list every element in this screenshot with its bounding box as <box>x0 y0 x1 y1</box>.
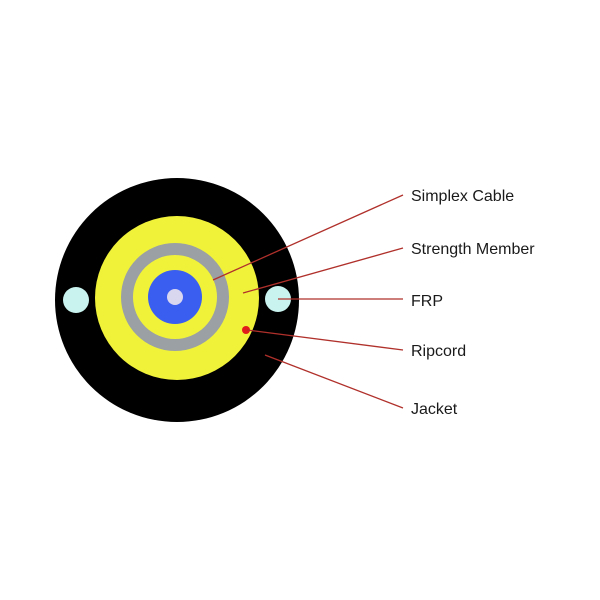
leader-line-simplex-cable <box>212 194 404 281</box>
leader-line-ripcord <box>246 329 404 351</box>
optical-fiber <box>167 289 183 305</box>
leader-line-strength-member <box>242 247 404 294</box>
label-strength-member: Strength Member <box>411 241 535 258</box>
label-ripcord: Ripcord <box>411 343 466 360</box>
cable-cross-section <box>55 178 299 422</box>
label-simplex-cable: Simplex Cable <box>411 188 514 205</box>
frp-rod-left <box>63 287 89 313</box>
label-frp: FRP <box>411 293 443 310</box>
label-jacket: Jacket <box>411 401 458 418</box>
leader-lines <box>212 194 404 409</box>
callout-labels: Simplex Cable Strength Member FRP Ripcor… <box>411 188 535 418</box>
leader-line-jacket <box>264 354 404 409</box>
ripcord <box>242 326 250 334</box>
